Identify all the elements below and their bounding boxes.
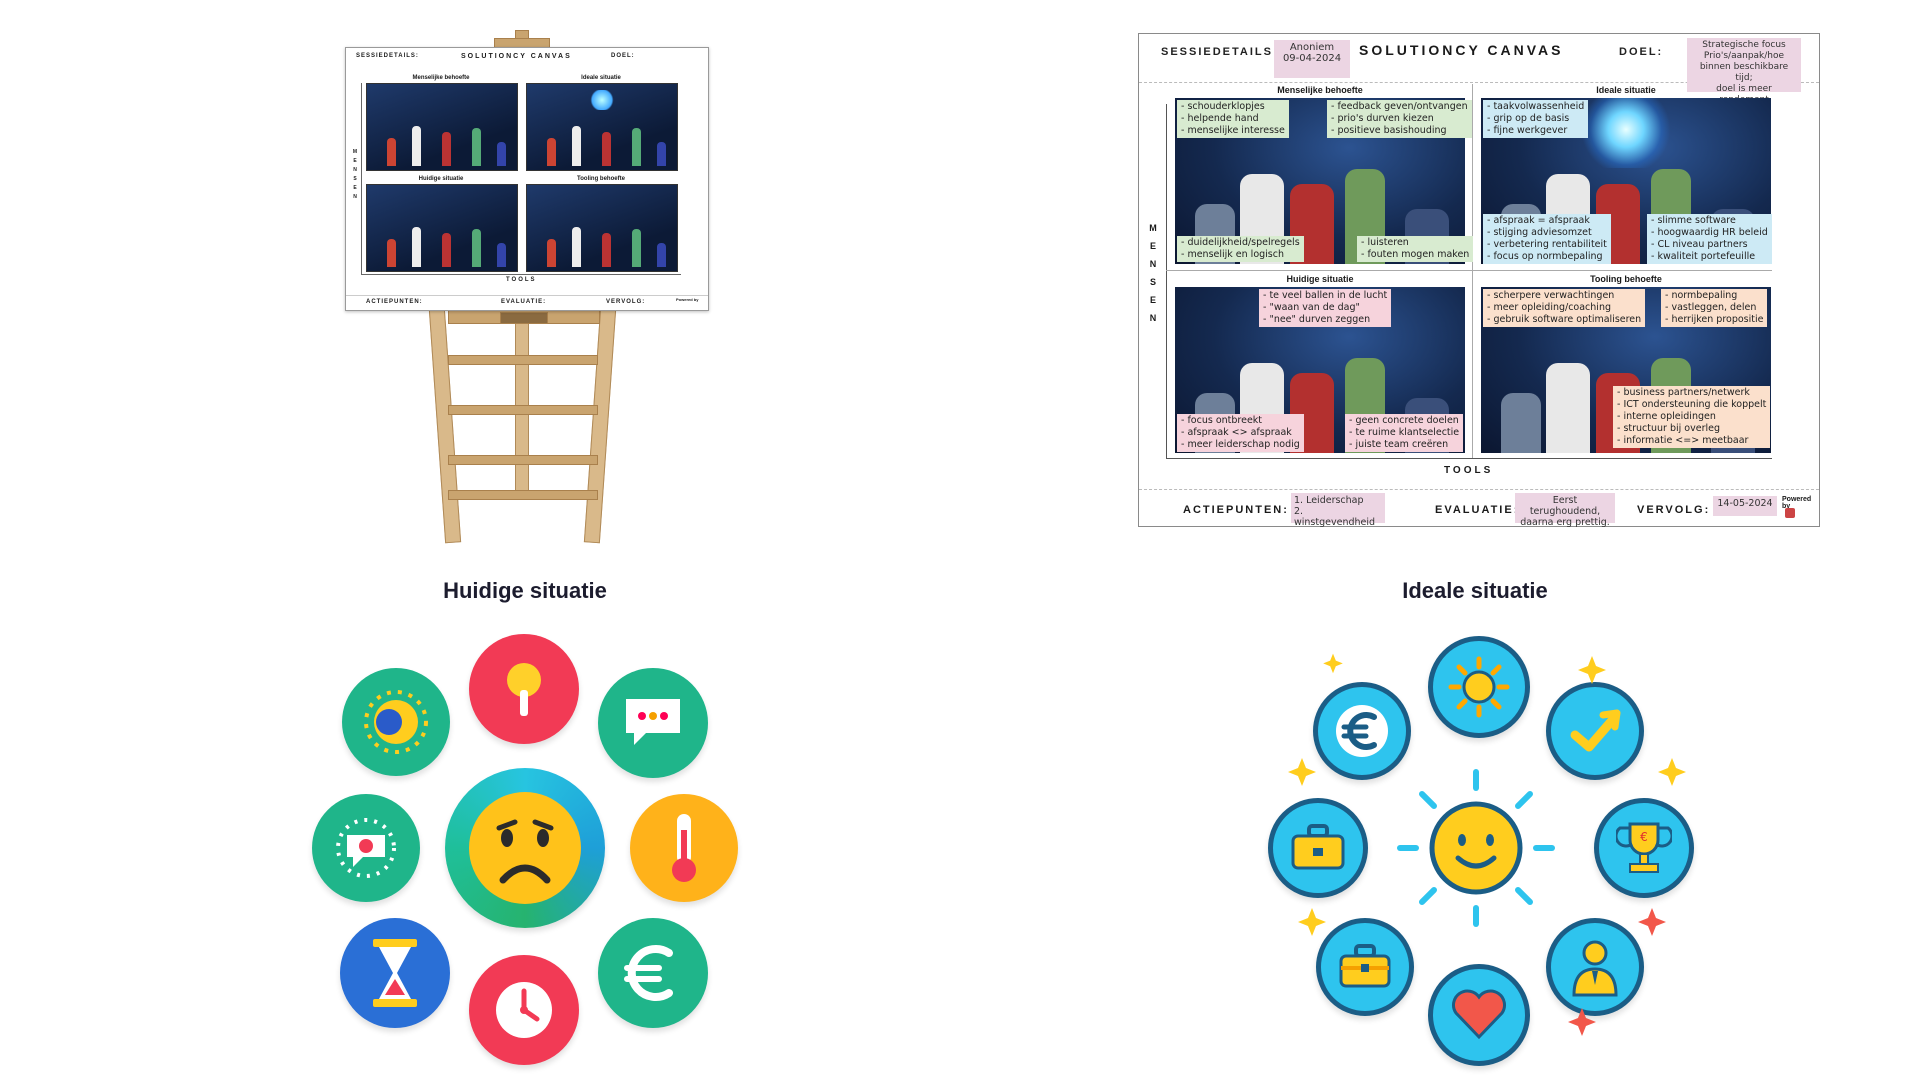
mini-q1-image	[366, 83, 518, 171]
mini-y-axis: MENSEN	[352, 149, 358, 200]
location-chat-icon	[312, 794, 420, 902]
thermometer-icon	[630, 794, 738, 902]
mini-doel-label: DOEL:	[611, 53, 635, 59]
mini-vervolg-label: VERVOLG:	[606, 299, 646, 305]
doel-label: DOEL:	[1619, 46, 1664, 58]
q-huidige-note-top: - te veel ballen in de lucht- "waan van …	[1259, 289, 1392, 327]
q-tooling-label: Tooling behoefte	[1590, 274, 1662, 284]
mini-q1-label: Menselijke behoefte	[412, 75, 470, 81]
easel-rung-4	[448, 490, 598, 500]
q-ideale-note-bl: - afspraak = afspraak- stijging adviesom…	[1483, 214, 1611, 264]
q-menselijke-note-tl: - schouderklopjes- helpende hand- mensel…	[1177, 100, 1289, 138]
q-ideale-note-br: - slimme software- hoogwaardig HR beleid…	[1647, 214, 1772, 264]
sessie-name: Anoniem	[1289, 42, 1335, 53]
q-menselijke-note-br: - luisteren- fouten mogen maken	[1357, 236, 1474, 262]
easel-leg-right	[583, 308, 617, 544]
solutioncy-canvas: SESSIEDETAILS: Anoniem 09-04-2024 SOLUTI…	[1138, 33, 1820, 528]
mini-q2-image	[526, 83, 678, 171]
q-huidige-note-br: - geen concrete doelen- te ruime klantse…	[1345, 414, 1464, 452]
mini-actie-label: ACTIEPUNTEN:	[366, 299, 423, 305]
svg-text:€: €	[1640, 830, 1648, 844]
q-ideale-note-tl: - taakvolwassenheid- grip op de basis- f…	[1483, 100, 1589, 138]
mini-q3-image	[366, 184, 518, 272]
trophy-icon: €	[1594, 798, 1694, 898]
q-huidige-note-bl: - focus ontbreekt- afspraak <> afspraak-…	[1177, 414, 1304, 452]
sessie-label: SESSIEDETAILS:	[1161, 46, 1279, 58]
easel-leg-left	[428, 308, 462, 544]
mini-header: SESSIEDETAILS: SOLUTIONCY CANVAS DOEL:	[346, 48, 708, 64]
q-huidige-label: Huidige situatie	[1286, 274, 1354, 284]
mini-q3-label: Huidige situatie	[418, 176, 464, 182]
diamond-glow	[1581, 98, 1671, 168]
actie-label: ACTIEPUNTEN:	[1183, 504, 1289, 516]
hourglass-icon	[340, 918, 450, 1028]
sessie-value: Anoniem 09-04-2024	[1274, 40, 1350, 78]
x-axis-line	[1166, 458, 1772, 459]
q-ideale-label: Ideale situatie	[1596, 85, 1656, 95]
sad-face-icon	[445, 768, 605, 928]
easel-rung-2	[448, 405, 598, 415]
right-section-title: Ideale situatie	[1402, 578, 1548, 603]
mini-x-axis-line	[361, 274, 681, 275]
arrow-check-icon	[1546, 682, 1644, 780]
smiley-sun-icon	[1396, 768, 1556, 928]
vervolg-value: 14-05-2024	[1713, 496, 1777, 516]
doel-line-2: Prio's/aanpak/hoe	[1703, 51, 1785, 61]
mini-footer: ACTIEPUNTEN: EVALUATIE: VERVOLG: Powered…	[346, 295, 708, 310]
quadrant-divider-v	[1472, 84, 1473, 458]
toolbox-icon	[1268, 798, 1368, 898]
mini-eval-label: EVALUATIE:	[501, 299, 547, 305]
sun-icon	[1428, 636, 1530, 738]
sessie-date: 09-04-2024	[1282, 53, 1342, 64]
q-menselijke-label: Menselijke behoefte	[1277, 85, 1363, 95]
q-menselijke-note-bl: - duidelijkheid/spelregels- menselijk en…	[1177, 236, 1304, 262]
mini-q4-image	[526, 184, 678, 272]
x-axis-label: TOOLS	[1444, 465, 1494, 476]
mini-q4-label: Tooling behoefte	[577, 176, 625, 182]
right-euro-icon	[1313, 682, 1411, 780]
mini-sessie-label: SESSIEDETAILS:	[356, 53, 419, 59]
mini-q2-label: Ideale situatie	[581, 75, 621, 81]
left-section-title: Huidige situatie	[443, 578, 607, 603]
doel-line-3: binnen beschikbare tijd;	[1699, 62, 1789, 83]
powered-by: Powered by	[1782, 496, 1812, 510]
quadrant-divider-h	[1166, 270, 1772, 271]
easel-rung-1	[448, 355, 598, 365]
clock-icon	[469, 955, 579, 1065]
briefcase-icon	[1316, 918, 1414, 1016]
easel-knob	[500, 312, 548, 324]
euro-icon	[598, 918, 708, 1028]
canvas-header: SESSIEDETAILS: Anoniem 09-04-2024 SOLUTI…	[1139, 34, 1819, 105]
easel-rung-3	[448, 455, 598, 465]
key-hole-icon	[469, 634, 579, 744]
mini-x-axis: TOOLS	[506, 277, 537, 283]
q-menselijke-note-tr: - feedback geven/ontvangen- prio's durve…	[1327, 100, 1472, 138]
heart-icon	[1428, 964, 1530, 1066]
person-icon	[1546, 918, 1644, 1016]
solutioncy-logo-icon	[1785, 508, 1795, 518]
doel-line-1: Strategische focus	[1702, 40, 1786, 50]
y-axis-line	[1166, 104, 1167, 458]
mini-y-axis-line	[361, 83, 362, 275]
sparkles-decoration	[1288, 653, 1686, 1036]
eval-value: Eerst terughoudend,daarna erg prettig.	[1515, 493, 1615, 528]
mini-powered: Powered by	[676, 297, 699, 302]
q-tooling-note-tl: - scherpere verwachtingen- meer opleidin…	[1483, 289, 1646, 327]
q-tooling-note-br: - business partners/netwerk- ICT onderst…	[1613, 386, 1771, 448]
chat-bubble-icon	[598, 668, 708, 778]
doel-value: Strategische focus Prio's/aanpak/hoe bin…	[1687, 38, 1801, 105]
eval-label: EVALUATIE:	[1435, 504, 1520, 516]
mini-canvas-board: SESSIEDETAILS: SOLUTIONCY CANVAS DOEL: M…	[345, 47, 709, 311]
mini-title: SOLUTIONCY CANVAS	[461, 53, 572, 60]
sun-moon-icon	[342, 668, 450, 776]
q-tooling-note-tr: - normbepaling- vastleggen, delen- herri…	[1661, 289, 1768, 327]
vervolg-label: VERVOLG:	[1637, 504, 1711, 516]
canvas-title: SOLUTIONCY CANVAS	[1359, 42, 1564, 58]
